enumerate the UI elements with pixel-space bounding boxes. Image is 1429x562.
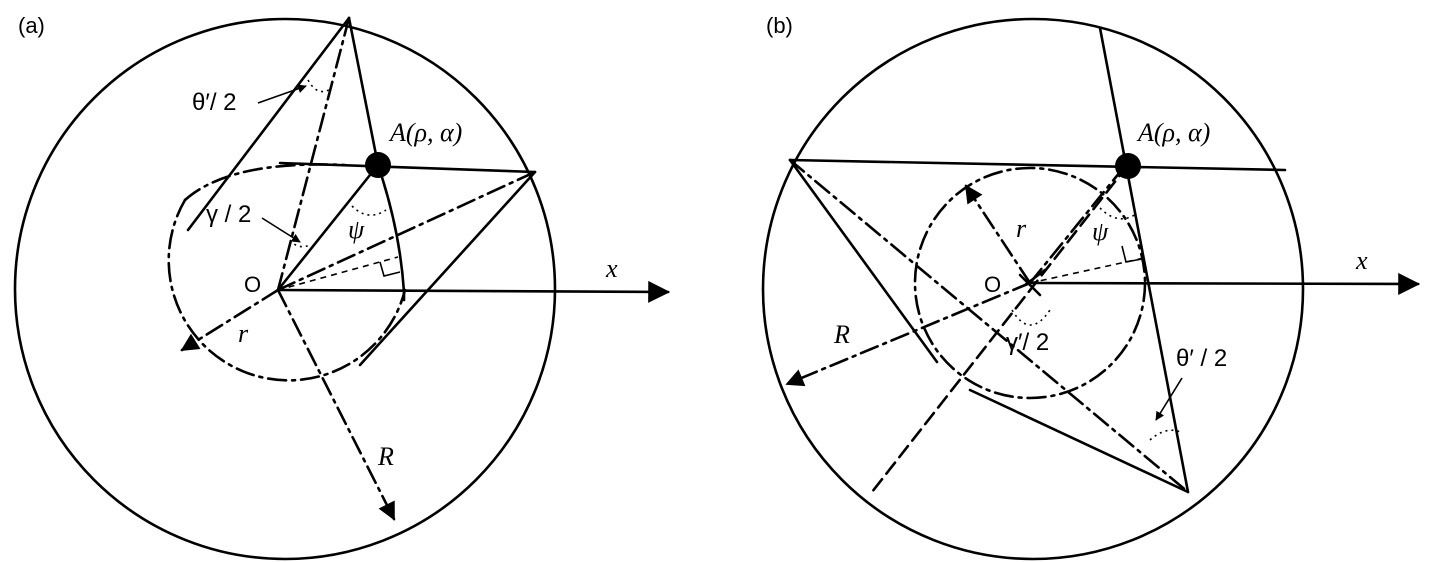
panel-a-radial-right <box>276 170 537 292</box>
panel-a-x-label: x <box>605 254 618 283</box>
panel-b-theta-arc <box>1149 429 1181 441</box>
panel-b-center-tick-2 <box>1018 273 1042 297</box>
panel-a-gamma-arc <box>289 239 311 248</box>
panel-b-radius-r <box>964 184 1032 285</box>
panel-b-left-chord <box>788 158 939 364</box>
panel-b-radius-R <box>785 281 1032 387</box>
panel-a-horizontal-chord <box>278 161 537 174</box>
panel-b-psi-label: ψ <box>1092 217 1109 246</box>
panel-a-chord-arc <box>376 163 406 302</box>
panel-b-point-A <box>1115 153 1141 179</box>
panel-a-tag: (a) <box>18 13 45 38</box>
panel-a-perpendicular <box>277 256 399 291</box>
panel-b-x-label: x <box>1355 246 1368 275</box>
panel-a-psi-label: ψ <box>348 215 365 244</box>
panel-b-theta-label: θ′ / 2 <box>1176 345 1227 372</box>
panel-b-gamma-label: γ′/ 2 <box>1006 329 1049 356</box>
panel-a-theta-arc <box>307 79 333 93</box>
panel-b-point-label: A(ρ, α) <box>1136 118 1210 147</box>
panel-b-x-axis <box>1028 272 1421 295</box>
panel-a-origin-label: O <box>244 272 261 297</box>
panel-b-bottom-chord <box>968 388 1190 494</box>
panel-b-theta-pointer <box>1155 377 1183 421</box>
panel-a-r-label: r <box>238 319 249 348</box>
panel-a-R-label: R <box>377 442 394 471</box>
panel-a-theta-label: θ′/ 2 <box>192 89 237 116</box>
panel-a-radius-r <box>180 288 280 352</box>
panel-a-inner-circle <box>167 198 407 382</box>
panel-b-tag: (b) <box>766 13 793 38</box>
panel-b-R-label: R <box>833 320 850 349</box>
panel-a-point-A <box>365 152 391 178</box>
panel-a-gamma-pointer <box>261 217 301 243</box>
panel-a-psi-arc <box>351 205 387 216</box>
panel-b: (b) A(ρ, α) θ′ / 2 γ′/ <box>761 13 1421 561</box>
panel-a-right-chord <box>358 170 537 367</box>
panel-a-radius-R <box>276 288 396 521</box>
panel-a-radial-top <box>276 16 351 292</box>
panel-a-vertical-chord <box>347 16 380 167</box>
panel-b-outer-circle <box>761 17 1305 561</box>
panel-b-perpendicular <box>1029 257 1145 284</box>
panel-b-psi-arc <box>1099 207 1137 220</box>
panel-a-right-angle <box>379 261 401 277</box>
panel-a-inner-circle-top <box>183 163 347 202</box>
panel-b-horizontal-chord <box>788 158 1287 172</box>
panel-a-outer-circle <box>13 17 557 561</box>
panel-a-left-chord <box>186 16 351 232</box>
panel-a-x-axis <box>276 280 671 303</box>
panel-a-point-label: A(ρ, α) <box>388 118 462 147</box>
panel-b-dashed-diagonal <box>870 163 1130 494</box>
panel-a-gamma-label: γ / 2 <box>206 201 251 228</box>
panel-a-theta-pointer <box>257 84 307 104</box>
panel-b-gamma-arc <box>1011 309 1051 326</box>
panel-b-vertical-chord <box>1098 26 1190 494</box>
panel-b-origin-label: O <box>984 272 1001 297</box>
panel-b-right-angle <box>1121 245 1143 263</box>
panel-b-r-label: r <box>1016 214 1027 243</box>
panel-b-oa-line <box>1028 170 1122 285</box>
panel-a-oa-line <box>276 163 380 292</box>
panel-a: (a) A(ρ, α) θ′/ 2 <box>13 13 671 561</box>
panel-b-main-diagonal <box>788 158 1190 494</box>
